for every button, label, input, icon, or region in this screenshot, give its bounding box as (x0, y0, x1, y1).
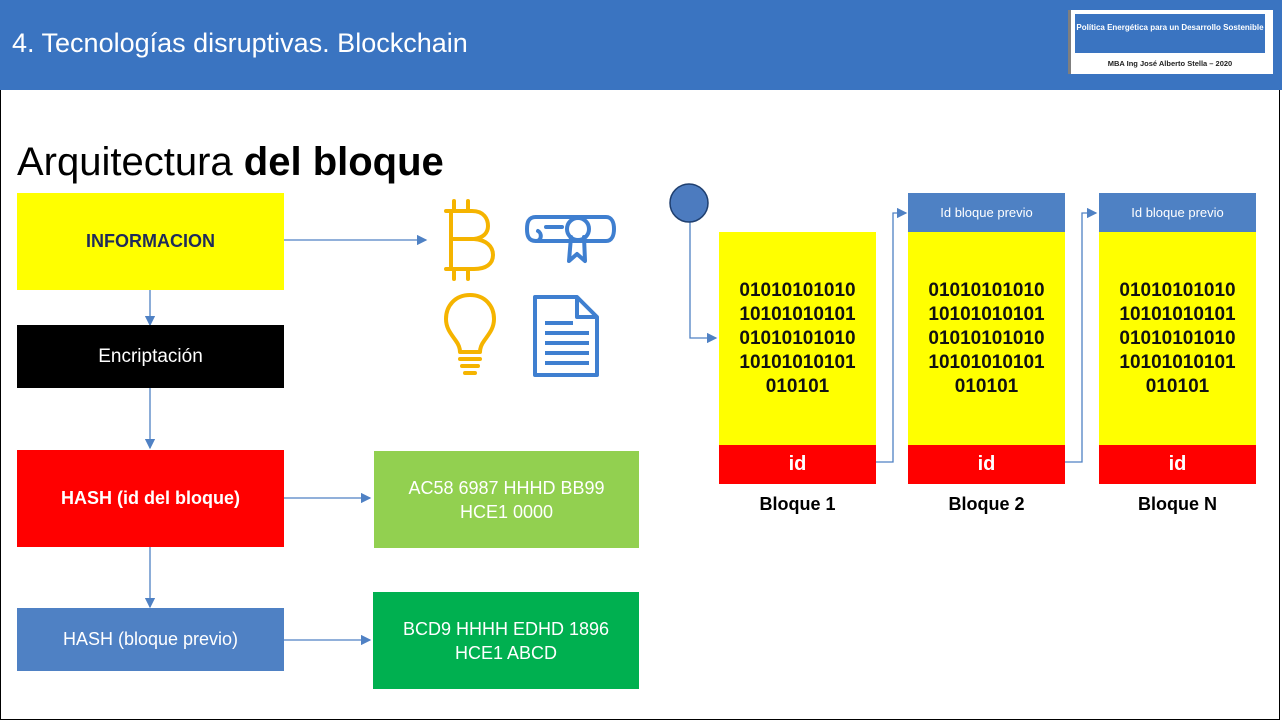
header-bar: 4. Tecnologías disruptivas. Blockchain P… (0, 0, 1282, 90)
hash-id-box: HASH (id del bloque) (17, 450, 284, 547)
header-title: 4. Tecnologías disruptivas. Blockchain (12, 28, 468, 58)
block-2-prev-id: Id bloque previo (908, 193, 1065, 232)
badge-course-title: Política Energética para un Desarrollo S… (1075, 14, 1265, 53)
info-box: INFORMACION (17, 193, 284, 290)
block-n-id-label: id (1168, 453, 1187, 475)
block-2-id-label: id (977, 453, 996, 475)
slide-title-bold: del bloque (243, 140, 444, 184)
bitcoin-icon (444, 199, 495, 281)
block-1-data: 01010101010 10101010101 01010101010 1010… (719, 232, 876, 445)
block-2-id: id (908, 445, 1065, 484)
slide-title-regular: Arquitectura (17, 140, 244, 184)
course-badge: Política Energética para un Desarrollo S… (1068, 10, 1273, 74)
block-1-bits: 01010101010 10101010101 01010101010 1010… (739, 279, 856, 397)
hash-prev-box: HASH (bloque previo) (17, 608, 284, 671)
block-n-prev-label: Id bloque previo (1131, 205, 1224, 220)
arrow-block1-to-block2 (876, 207, 908, 463)
document-icon (533, 295, 599, 377)
hash-prev-label: HASH (bloque previo) (62, 629, 239, 649)
hash-id-value-box: AC58 6987 HHHD BB99 HCE1 0000 (374, 451, 639, 548)
arrow-block2-to-blockn (1065, 207, 1098, 463)
arrow-start-to-block1 (689, 220, 718, 344)
block-n-prev-id: Id bloque previo (1099, 193, 1256, 232)
slide-title: Arquitectura del bloque (17, 140, 444, 185)
block-n-label: Bloque N (1138, 494, 1217, 514)
block-1-id-label: id (788, 453, 807, 475)
block-1-label: Bloque 1 (759, 494, 836, 514)
hash-id-value: AC58 6987 HHHD BB99 HCE1 0000 (408, 477, 605, 522)
info-label: INFORMACION (86, 231, 215, 251)
block-n-bits: 01010101010 10101010101 01010101010 1010… (1119, 279, 1236, 397)
hash-prev-value: BCD9 HHHH EDHD 1896 HCE1 ABCD (402, 618, 610, 663)
lightbulb-icon (444, 293, 496, 375)
block-1-id: id (719, 445, 876, 484)
block-n-data: 01010101010 10101010101 01010101010 1010… (1099, 232, 1256, 445)
badge-author: MBA Ing José Alberto Stella – 2020 (1107, 59, 1233, 68)
block-2-bits: 01010101010 10101010101 01010101010 1010… (928, 279, 1045, 397)
encryption-label: Encriptación (98, 345, 203, 367)
block-2-label: Bloque 2 (948, 494, 1025, 514)
chain-start-node (669, 183, 709, 223)
hash-prev-value-box: BCD9 HHHH EDHD 1896 HCE1 ABCD (373, 592, 639, 689)
block-2-data: 01010101010 10101010101 01010101010 1010… (908, 232, 1065, 445)
hash-id-label: HASH (id del bloque) (61, 488, 240, 508)
encryption-box: Encriptación (17, 325, 284, 388)
block-2-prev-label: Id bloque previo (940, 205, 1033, 220)
block-n-id: id (1099, 445, 1256, 484)
diploma-icon (525, 215, 616, 263)
